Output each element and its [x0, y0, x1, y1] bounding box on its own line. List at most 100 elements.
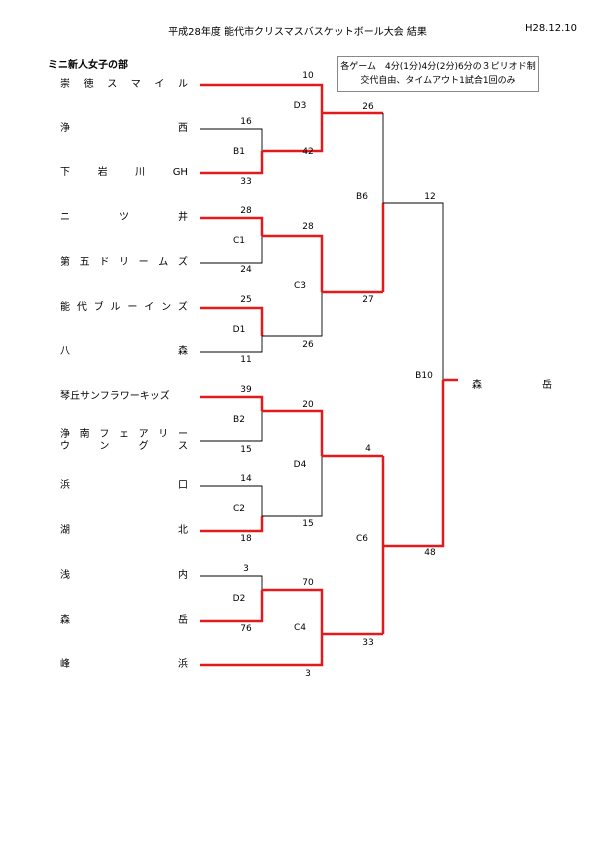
score-label: 10 [302, 71, 314, 81]
score-label: 76 [240, 624, 252, 634]
score-label: 4 [365, 444, 371, 454]
bracket-line [200, 516, 264, 533]
bracket-line [200, 411, 263, 442]
team-name-char: 浄 [60, 123, 70, 134]
score-label: 15 [302, 519, 313, 529]
team-name-row: 第五ドリームズ [60, 257, 188, 269]
game-label: B10 [415, 371, 433, 381]
game-label: D1 [233, 325, 246, 335]
team-name: ニツ井 [60, 212, 188, 224]
team-name-char: 岩 [97, 167, 108, 178]
score-label: 28 [240, 206, 252, 216]
score-label: 3 [305, 669, 311, 679]
game-label: D3 [294, 101, 307, 111]
team-name-row: 浜口 [60, 480, 188, 492]
game-label: C2 [233, 504, 245, 514]
team-name-char: 湖 [60, 525, 70, 536]
team-name-char: 五 [79, 257, 90, 268]
score-label: 48 [424, 548, 436, 558]
bracket-line [383, 202, 444, 380]
bracket-line [262, 409, 324, 456]
game-label: C1 [233, 236, 245, 246]
team-name-char: 浅 [60, 570, 70, 581]
team-name-row: ウングス [60, 441, 188, 453]
team-name-char: マ [130, 79, 141, 90]
team-name-char: ズ [177, 257, 188, 268]
team-name-row: 浅内 [60, 570, 188, 582]
game-label: D4 [294, 460, 307, 470]
team-name-char: ブ [93, 302, 104, 313]
team-name-char: ス [107, 79, 118, 90]
team-name-char: 代 [76, 302, 87, 313]
team-name-char: 森 [60, 615, 70, 626]
team-name-char: ウ [60, 441, 70, 452]
team-name-row: 湖北 [60, 525, 188, 537]
team-name-row: 森岳 [60, 615, 188, 627]
team-name-char: ェ [118, 429, 129, 440]
bracket-line [200, 216, 264, 236]
team-name: 浅内 [60, 570, 188, 582]
bracket-line [200, 306, 264, 336]
score-label: 33 [240, 177, 251, 187]
game-label: D2 [233, 594, 246, 604]
bracket-line [262, 234, 324, 292]
score-label: 25 [240, 295, 251, 305]
score-label: 24 [240, 265, 252, 275]
team-name-row: ニツ井 [60, 212, 188, 224]
score-label: 14 [240, 474, 252, 484]
team-name-char: ー [177, 429, 188, 440]
team-name-char: 徳 [83, 79, 94, 90]
team-name-char: ニ [60, 212, 70, 223]
champion-name-char: 岳 [542, 380, 552, 391]
score-label: 20 [302, 400, 314, 410]
team-name-char: 井 [178, 212, 188, 223]
bracket-line [262, 292, 323, 337]
team-name-char: ア [138, 429, 149, 440]
team-name-char: 浜 [178, 659, 188, 670]
score-label: 39 [240, 385, 252, 395]
bracket-line [262, 588, 324, 634]
score-label: 12 [424, 192, 435, 202]
team-name: 琴丘サンフラワーキッズ [60, 391, 188, 403]
team-name-row: 崇徳スマイル [60, 79, 188, 91]
team-name-char: ン [99, 441, 110, 452]
team-name-char: ー [138, 257, 149, 268]
score-label: 26 [362, 102, 374, 112]
team-name-char: ス [177, 441, 188, 452]
team-name-char: グ [138, 441, 149, 452]
bracket-line [200, 575, 263, 590]
team-name-char: 崇 [60, 79, 70, 90]
bracket-line [262, 113, 324, 153]
team-name-char: 南 [79, 429, 90, 440]
team-name: 崇徳スマイル [60, 79, 188, 91]
team-name-char: 西 [178, 123, 188, 134]
team-name: 森岳 [60, 615, 188, 627]
bracket-line [200, 395, 264, 411]
team-name-char: 八 [60, 346, 70, 357]
division-title: ミニ新人女子の部 [48, 60, 128, 71]
game-label: B1 [233, 147, 245, 157]
date: H28.12.10 [524, 23, 577, 34]
game-label: C3 [294, 281, 306, 291]
team-name-char: 能 [60, 302, 70, 313]
champion-name-char: 森 [472, 380, 482, 391]
team-name-char: 川 [135, 167, 146, 178]
champion-name: 森岳 [472, 376, 552, 391]
team-name: 第五ドリームズ [60, 257, 188, 269]
score-label: 70 [302, 578, 314, 588]
team-name-char: ン [161, 302, 172, 313]
team-name-char: 浄 [60, 429, 70, 440]
team-name-row: 浄南フェアリー [60, 429, 188, 441]
team-name-row: 能代ブルーインズ [60, 302, 188, 314]
team-name-char: ー [127, 302, 138, 313]
game-label: B6 [356, 192, 368, 202]
team-name-row: 峰浜 [60, 659, 188, 671]
team-name-char: リ [158, 429, 169, 440]
score-label: 33 [362, 638, 373, 648]
team-name-char: 琴丘サンフラワーキッズ [60, 391, 170, 402]
team-name: 浄南フェアリーウングス [60, 429, 188, 453]
team-name-char: フ [99, 429, 110, 440]
team-name-char: ル [177, 79, 188, 90]
